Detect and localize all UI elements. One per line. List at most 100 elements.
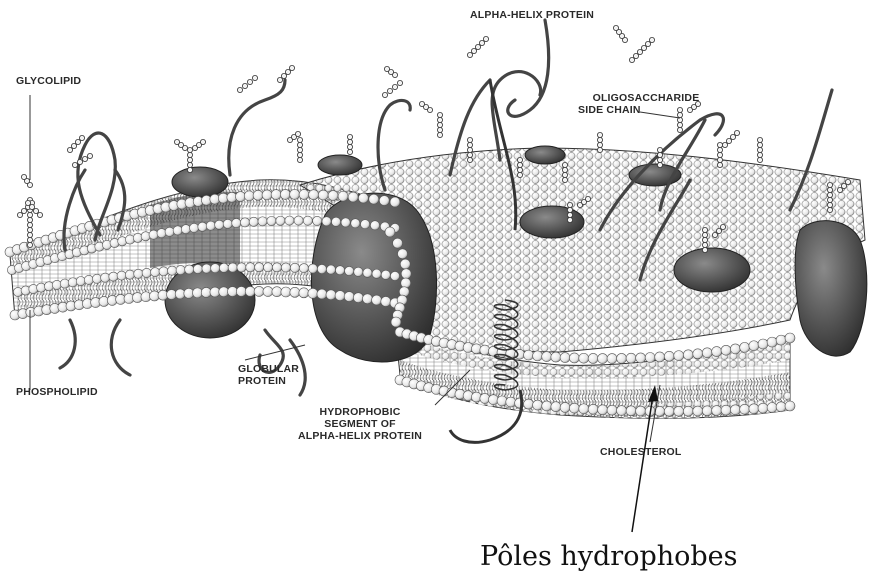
lipid-head — [348, 192, 358, 202]
lipid-head — [308, 264, 317, 273]
lipid-head — [401, 269, 411, 279]
sugar-bead — [17, 212, 22, 217]
sugar-bead — [720, 224, 725, 229]
sugar-bead — [562, 162, 567, 167]
lipid-head — [176, 265, 185, 274]
sugar-bead — [597, 137, 602, 142]
sugar-bead — [87, 153, 92, 158]
sugar-bead — [645, 41, 650, 46]
lipid-head — [664, 351, 674, 361]
sugar-bead — [597, 147, 602, 152]
lipid-head — [740, 404, 750, 414]
lipid-head — [258, 217, 267, 226]
sugar-bead — [471, 48, 476, 53]
sugar-bead — [347, 149, 352, 154]
lipid-head — [68, 278, 77, 287]
lipid-head — [712, 347, 722, 357]
sugar-bead — [702, 232, 707, 237]
lipid-head — [219, 263, 228, 272]
lipid-head — [542, 352, 552, 362]
lipid-head — [109, 272, 118, 281]
lipid-head — [693, 406, 703, 416]
sugar-bead — [827, 207, 832, 212]
globular-protein-label-line1: GLOBULAR — [238, 363, 299, 375]
lipid-head — [370, 221, 379, 230]
sugar-bead — [517, 167, 522, 172]
sugar-bead — [437, 127, 442, 132]
sugar-bead — [384, 66, 389, 71]
sugar-bead — [827, 182, 832, 187]
lipid-head — [236, 286, 246, 296]
lipid-head — [281, 287, 291, 297]
sugar-bead — [757, 137, 762, 142]
lipid-head — [381, 270, 390, 279]
lipid-head — [551, 352, 561, 362]
lipid-head — [730, 344, 740, 354]
sugar-bead — [677, 122, 682, 127]
sugar-bead — [467, 157, 472, 162]
sugar-bead — [247, 79, 252, 84]
lipid-head — [398, 249, 408, 259]
sugar-bead — [641, 45, 646, 50]
lipid-head — [335, 291, 345, 301]
lipid-head — [626, 406, 636, 416]
lipid-head — [758, 403, 768, 413]
sugar-bead — [677, 107, 682, 112]
sugar-bead — [757, 157, 762, 162]
lipid-head — [353, 293, 363, 303]
lipid-head — [335, 266, 344, 275]
sugar-bead — [734, 130, 739, 135]
lipid-head — [588, 404, 598, 414]
sugar-bead — [726, 138, 731, 143]
sugar-bead — [285, 69, 290, 74]
lipid-head — [151, 268, 160, 277]
lipid-head — [272, 263, 281, 272]
sugar-bead — [27, 217, 32, 222]
sugar-bead — [467, 152, 472, 157]
sugar-bead — [27, 227, 32, 232]
sugar-bead — [585, 196, 590, 201]
lipid-head — [354, 267, 363, 276]
lipid-head — [712, 406, 722, 416]
lipid-head — [281, 263, 290, 272]
lipid-head — [280, 189, 290, 199]
lipid-head — [232, 218, 241, 227]
lipid-head — [157, 229, 166, 238]
sugar-bead — [237, 87, 242, 92]
lipid-head — [255, 263, 264, 272]
sugar-bead — [29, 204, 34, 209]
alpha-helix-protein-label: ALPHA-HELIX PROTEIN — [470, 9, 594, 21]
lipid-head — [607, 354, 617, 364]
lipid-head — [776, 402, 786, 412]
lipid-head — [721, 405, 731, 415]
lipid-head — [181, 225, 190, 234]
sugar-bead — [483, 36, 488, 41]
sugar-bead — [82, 156, 87, 161]
sugar-bead — [33, 208, 38, 213]
lipid-head — [372, 269, 381, 278]
sugar-bead — [517, 172, 522, 177]
lipid-head — [285, 216, 294, 225]
lipid-head — [569, 353, 579, 363]
lipid-head — [702, 348, 712, 358]
lipid-head — [560, 402, 570, 412]
sugar-bead — [657, 162, 662, 167]
lipid-head — [117, 271, 126, 280]
sugar-bead — [289, 65, 294, 70]
sugar-bead — [657, 152, 662, 157]
lipid-head — [345, 266, 354, 275]
hydrophobic-label-line1: HYDROPHOBIC — [290, 406, 430, 418]
sugar-bead — [657, 147, 662, 152]
lipid-head — [246, 263, 255, 272]
lipid-head — [560, 353, 570, 363]
lipid-head — [193, 264, 202, 273]
lipid-head — [533, 351, 543, 361]
sugar-bead — [633, 53, 638, 58]
sugar-bead — [712, 232, 717, 237]
lipid-head — [506, 397, 516, 407]
lipid-head — [683, 406, 693, 416]
lipid-head — [142, 268, 151, 277]
lipid-head — [303, 216, 312, 225]
lipid-head — [749, 341, 759, 351]
lipid-head — [381, 296, 391, 306]
